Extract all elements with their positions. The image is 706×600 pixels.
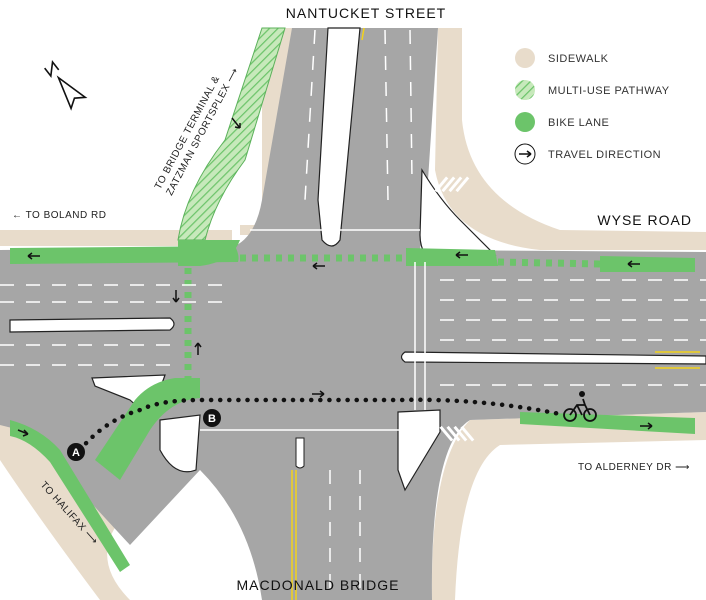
south-street-label: MACDONALD BRIDGE: [236, 577, 399, 593]
lane-markings: [0, 29, 706, 600]
crosswalks: [434, 176, 475, 442]
travel-direction-arrows: [17, 117, 653, 437]
hatched-green-swatch: [515, 80, 535, 100]
sidewalk-swatch: [515, 48, 535, 68]
to-boland-label: ← TO BOLAND RD: [12, 210, 106, 221]
yellow-centerlines: [291, 27, 700, 600]
legend-item-travel-direction: TRAVEL DIRECTION: [514, 143, 661, 165]
arrow-icon: [519, 150, 532, 158]
north-street-label: NANTUCKET STREET: [286, 5, 446, 21]
green-swatch: [515, 112, 535, 132]
legend-item-multi-use-pathway: MULTI-USE PATHWAY: [515, 80, 670, 100]
bike-route-path: [77, 397, 563, 453]
legend-label-bike-lane: BIKE LANE: [548, 117, 609, 129]
east-street-label: WYSE ROAD: [597, 212, 692, 228]
cyclist-icon: [563, 391, 597, 422]
legend-item-sidewalk: SIDEWALK: [515, 48, 609, 68]
marker-a-label: A: [72, 447, 80, 459]
traffic-islands: [9, 27, 706, 492]
legend: SIDEWALK MULTI-USE PATHWAY BIKE LANE TRA…: [514, 48, 670, 165]
legend-item-bike-lane: BIKE LANE: [515, 112, 609, 132]
legend-label-travel-direction: TRAVEL DIRECTION: [548, 149, 661, 161]
bike-crossings: [184, 254, 601, 378]
bike-lanes: [10, 240, 695, 572]
marker-a: A: [67, 443, 85, 461]
marker-b: B: [203, 409, 221, 427]
to-alderney-label: TO ALDERNEY DR ⟶: [578, 462, 690, 473]
marker-b-label: B: [208, 413, 216, 425]
legend-label-multi-use-pathway: MULTI-USE PATHWAY: [548, 85, 670, 97]
north-arrow-icon: [44, 59, 88, 111]
road-surface: [0, 28, 706, 600]
legend-label-sidewalk: SIDEWALK: [548, 53, 609, 65]
